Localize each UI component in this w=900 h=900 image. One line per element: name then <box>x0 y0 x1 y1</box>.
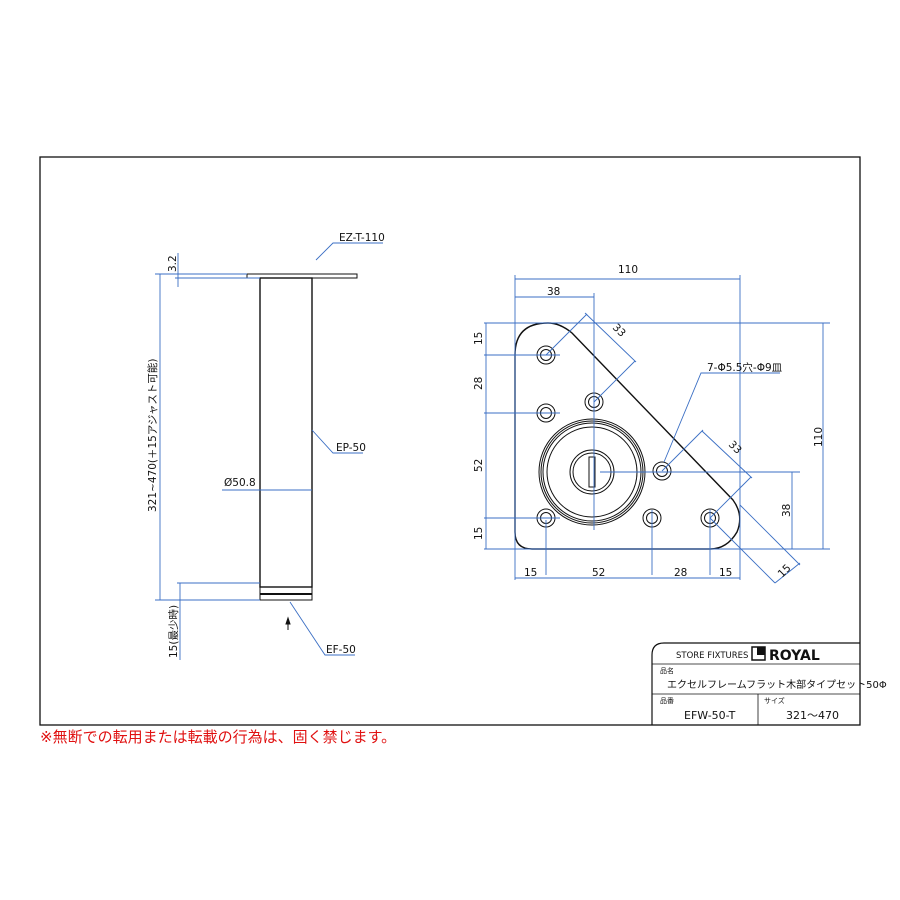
product-code: EFW-50-T <box>684 709 736 722</box>
arrow-icon <box>285 616 291 630</box>
plate-view: 110 38 33 33 15 7-Φ5.5穴-Φ9皿 110 38 15 28… <box>473 264 830 584</box>
copyright-warning: ※無断での転用または転載の行為は、固く禁じます。 <box>40 728 397 746</box>
label-ez-t-110: EZ-T-110 <box>339 232 385 244</box>
svg-text:ROYAL: ROYAL <box>769 648 820 664</box>
dim-left-15-bottom: 15 <box>473 527 485 540</box>
dim-plate-thickness: 3.2 <box>167 255 179 272</box>
pipe <box>259 277 313 588</box>
plate-outline <box>514 322 741 550</box>
dim-width-38: 38 <box>547 286 560 298</box>
dimension-lines <box>484 275 830 584</box>
dim-width-total: 110 <box>618 264 638 276</box>
dim-left-28: 28 <box>473 377 485 390</box>
dim-diag-15: 15 <box>776 562 794 580</box>
size-value: 321～470 <box>786 709 839 722</box>
dim-diameter: Ø50.8 <box>224 477 256 489</box>
dim-bottom-15-right: 15 <box>719 567 732 579</box>
label-ep-50: EP-50 <box>336 442 366 454</box>
company-tag: STORE FIXTURES <box>676 651 748 661</box>
product-name: エクセルフレームフラット木部タイプセット50Φ <box>667 678 887 691</box>
side-view: EZ-T-110 EP-50 EF-50 Ø50.8 3.2 321~470(＋… <box>146 232 385 660</box>
dim-right-38: 38 <box>781 504 793 517</box>
dim-height: 321~470(＋15アジャスト可能) <box>146 359 159 513</box>
dim-bottom-28: 28 <box>674 567 687 579</box>
dim-left-15-top: 15 <box>473 332 485 345</box>
royal-logo: ROYAL <box>751 646 820 664</box>
dim-adjuster: 15(最少時) <box>168 605 180 658</box>
dim-height-total: 110 <box>813 427 825 447</box>
size-label: サイズ <box>764 696 785 705</box>
name-label: 品名 <box>660 666 674 675</box>
sheet-frame <box>39 156 861 726</box>
hole-note: 7-Φ5.5穴-Φ9皿 <box>707 361 783 374</box>
label-ef-50: EF-50 <box>326 644 356 656</box>
dim-bottom-52: 52 <box>592 567 605 579</box>
dim-diag-33-right: 33 <box>726 439 744 457</box>
dim-left-52: 52 <box>473 459 485 472</box>
title-block: STORE FIXTURES ROYAL 品名 エクセルフレームフラット木部タイ… <box>651 642 887 725</box>
dim-bottom-15-left: 15 <box>524 567 537 579</box>
code-label: 品番 <box>660 697 674 705</box>
dim-diag-33-top: 33 <box>610 322 628 340</box>
